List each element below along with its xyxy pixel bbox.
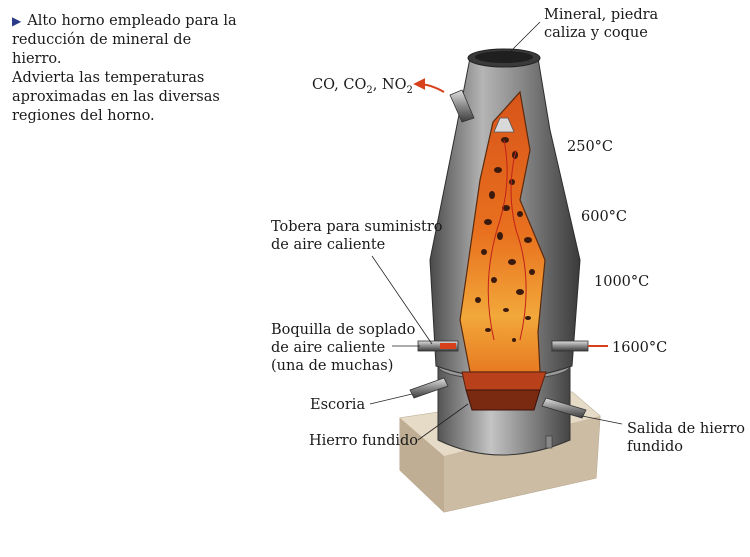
feed-label: Mineral, piedra caliza y coque [544, 7, 659, 41]
temperature-label-4: 1600°C [612, 340, 668, 356]
slag-label: Escoria [310, 397, 366, 413]
leader-lines [369, 21, 623, 441]
exhaust-pipe [413, 78, 475, 123]
slag-tap-pipe [409, 377, 449, 399]
furnace-charge-cutaway [459, 90, 546, 373]
caption-line-2: Advierta las temperaturas aproximadas en… [12, 70, 220, 124]
coke-lumps [475, 137, 535, 342]
figure-caption: ▶Alto horno empleado para la reducción d… [12, 12, 242, 126]
gas-flow-lines [487, 139, 527, 341]
charge-distributor [493, 117, 515, 133]
hearth-pools [461, 371, 547, 411]
exhaust-arrow-icon [413, 78, 445, 93]
tuyere-label: Tobera para suministro de aire caliente [271, 219, 443, 253]
temperature-label-3: 1000°C [594, 274, 650, 290]
air-nozzle-right [551, 340, 608, 352]
temperature-label-1: 250°C [567, 139, 614, 155]
molten-iron-label: Hierro fundido [309, 433, 419, 449]
iron-outlet-label: Salida de hierro fundido [627, 421, 746, 455]
triangle-marker-icon: ▶ [12, 14, 22, 28]
air-nozzle-left [417, 340, 459, 352]
caption-line-1: ▶Alto horno empleado para la reducción d… [12, 13, 237, 67]
temperature-label-2: 600°C [581, 209, 628, 225]
nozzle-label: Boquilla de soplado de aire caliente (un… [271, 322, 416, 374]
iron-tap-pipe [541, 397, 587, 449]
exhaust-gases-label: CO, CO2, NO2 [312, 77, 413, 96]
